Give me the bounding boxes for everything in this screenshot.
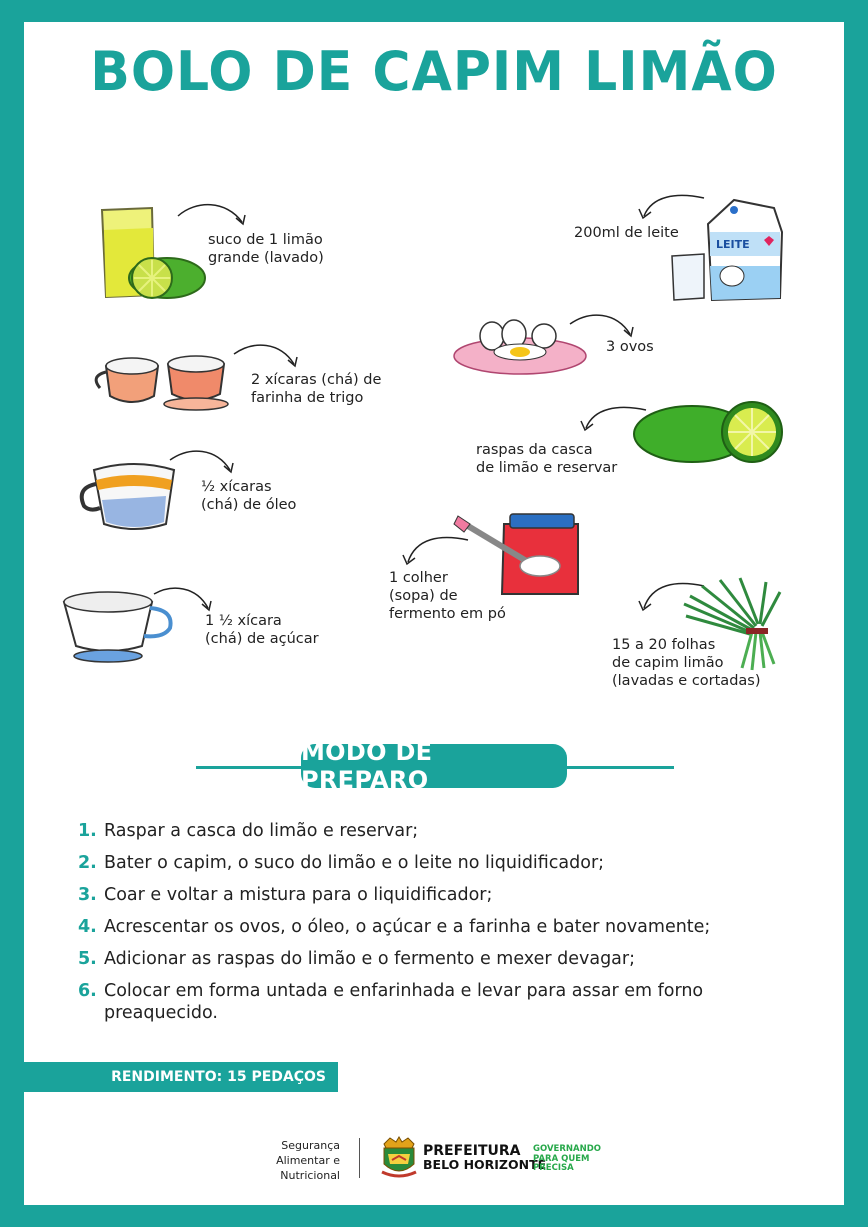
lemon-juice-illustration <box>100 206 206 299</box>
milk-carton-illustration: LEITE <box>671 198 784 302</box>
footer-divider <box>359 1138 360 1178</box>
arrow-icon <box>402 536 469 566</box>
section-divider-right <box>562 766 674 769</box>
page-title: BOLO DE CAPIM LIMÃO <box>90 40 778 104</box>
arrow-icon <box>638 194 705 220</box>
yeast-jar-illustration <box>453 513 579 595</box>
list-item: 2.Bater o capim, o suco do limão e o lei… <box>78 853 605 873</box>
steps-list: 1.Raspar a casca do limão e reservar; 2.… <box>78 820 818 1034</box>
list-item: 3.Coar e voltar a mistura para o liquidi… <box>78 885 493 905</box>
lemongrass-illustration <box>683 577 782 671</box>
yield-badge: RENDIMENTO: 15 PEDAÇOS <box>0 1062 338 1092</box>
arrow-icon <box>638 582 705 612</box>
list-item: 6.Colocar em forma untada e enfarinhada … <box>78 981 704 1023</box>
list-item: 4.Acrescentar os ovos, o óleo, o açúcar … <box>78 917 711 937</box>
oil-mug-illustration <box>79 463 176 530</box>
arrow-icon <box>177 204 246 226</box>
arrow-icon <box>153 587 212 612</box>
arrow-icon <box>580 406 647 432</box>
ingredient-sugar: 1 ½ xícara(chá) de açúcar <box>205 613 319 647</box>
eggs-plate-illustration <box>453 319 587 375</box>
flour-cups-illustration <box>94 355 229 411</box>
section-title: MODO DE PREPARO <box>301 738 567 794</box>
arrow-icon <box>569 314 634 338</box>
list-item: 5.Adicionar as raspas do limão e o ferme… <box>78 949 635 969</box>
section-divider-left <box>196 766 306 769</box>
lime-illustration <box>633 401 783 463</box>
arrow-icon <box>169 450 234 474</box>
prefeitura-logo-text: PREFEITURA BELO HORIZONTE <box>423 1143 547 1172</box>
sugar-cup-illustration <box>62 591 173 663</box>
arrow-icon <box>233 344 298 368</box>
ingredient-milk: 200ml de leite <box>574 225 679 241</box>
ingredient-eggs: 3 ovos <box>606 339 654 355</box>
list-item: 1.Raspar a casca do limão e reservar; <box>78 821 419 841</box>
city-coat-of-arms-icon <box>381 1136 417 1178</box>
milk-carton-label: LEITE <box>716 238 750 251</box>
ingredient-oil: ½ xícaras(chá) de óleo <box>201 479 297 513</box>
